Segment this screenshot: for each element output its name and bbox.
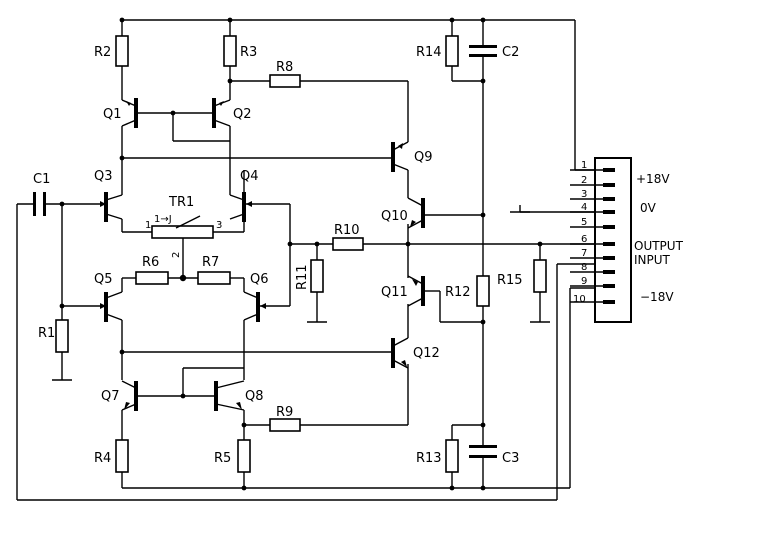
resistor-r14 [445,35,459,67]
junctions [59,17,543,491]
label-tr1-pin-3: 3 [216,220,222,231]
label-minus-18v: −18V [640,290,674,304]
pin-number-8: 8 [581,262,587,273]
label-r15: R15 [497,273,523,288]
resistor-r4 [115,439,129,473]
transistor-q7 [121,380,138,411]
resistor-r2 [115,35,129,67]
pin-number-10: 10 [573,294,586,305]
pin-number-6: 6 [581,234,587,245]
label-r1: R1 [38,326,55,341]
label-r2: R2 [94,45,111,60]
label-c1: C1 [33,172,50,187]
pin-number-9: 9 [581,276,587,287]
label-input: INPUT [634,253,671,267]
capacitor-c2-plate-a [469,45,497,48]
pin-number-1: 1 [581,160,587,171]
label-r10: R10 [334,223,360,238]
transistor-q9 [391,141,409,172]
capacitors [33,45,497,458]
resistor-r10 [332,237,364,251]
resistor-r13 [445,439,459,473]
label-output: OUTPUT [634,239,684,253]
label-q1: Q1 [103,107,122,122]
transistor-q4 [229,192,252,222]
transistor-q5 [100,291,123,322]
label-tr1-pin-arrow: 1→J [154,214,172,225]
pin-number-2: 2 [581,175,587,186]
capacitor-c3-plate-b [469,455,497,458]
capacitor-c1-plate-a [33,192,36,216]
component-labels: R2 R3 R8 R14 C2 Q1 Q2 Q9 C1 Q3 Q4 TR1 1→… [33,45,523,466]
label-q5: Q5 [94,272,113,287]
label-r9: R9 [276,405,293,420]
resistor-r5 [237,439,251,473]
label-tr1: TR1 [168,195,194,210]
label-r7: R7 [202,255,219,270]
label-r5: R5 [214,451,231,466]
resistor-r9 [269,418,301,432]
transistors [100,98,425,411]
label-q7: Q7 [101,389,120,404]
transistor-q3 [100,192,123,222]
transistor-q10 [407,197,425,229]
label-q6: Q6 [250,272,269,287]
label-q8: Q8 [245,389,264,404]
resistors [55,35,547,473]
pin-number-5: 5 [581,217,587,228]
transistor-q6 [243,291,266,322]
pin-number-3: 3 [581,189,587,200]
label-r3: R3 [240,45,257,60]
wires [16,19,595,501]
label-q2: Q2 [233,107,252,122]
capacitor-c3-plate-a [469,445,497,448]
label-q3: Q3 [94,169,113,184]
connector-pin-numbers: 1 2 3 4 5 6 7 8 9 10 [573,160,587,305]
transistor-q2 [212,98,231,128]
label-c2: C2 [502,45,519,60]
resistor-r6 [135,271,169,285]
label-r14: R14 [416,45,442,60]
connector-pin-ends [603,168,615,304]
label-plus-18v: +18V [636,172,670,186]
capacitor-c1-plate-b [43,192,46,216]
connector-labels: +18V 0V OUTPUT INPUT −18V [634,172,684,304]
label-r4: R4 [94,451,111,466]
label-q11: Q11 [381,285,408,300]
label-tr1-pin-1: 1 [145,220,151,231]
transistor-q12 [391,337,409,369]
label-r11: R11 [295,264,310,290]
resistor-r7 [197,271,231,285]
label-q4: Q4 [240,169,259,184]
transistor-q8 [214,380,245,411]
trimmer-tr1 [151,225,214,239]
label-r8: R8 [276,60,293,75]
resistor-r1 [55,319,69,353]
transistor-q11 [407,275,425,307]
pin-number-4: 4 [581,202,587,213]
resistor-r15 [533,259,547,293]
transistor-q1 [121,98,138,128]
resistor-r8 [269,74,301,88]
label-q10: Q10 [381,209,408,224]
resistor-r11 [310,259,324,293]
resistor-r3 [223,35,237,67]
label-0v: 0V [640,201,657,215]
label-r13: R13 [416,451,442,466]
connector-block: 1 2 3 4 5 6 7 8 9 10 +18V 0V OUTPUT INPU… [570,157,684,323]
label-r6: R6 [142,255,159,270]
label-q9: Q9 [414,150,433,165]
label-c3: C3 [502,451,519,466]
label-q12: Q12 [413,346,440,361]
pin-number-7: 7 [581,248,587,259]
label-r12: R12 [445,285,471,300]
resistor-r12 [476,275,490,307]
label-tr1-pin-2: 2 [171,252,182,258]
capacitor-c2-plate-b [469,54,497,57]
